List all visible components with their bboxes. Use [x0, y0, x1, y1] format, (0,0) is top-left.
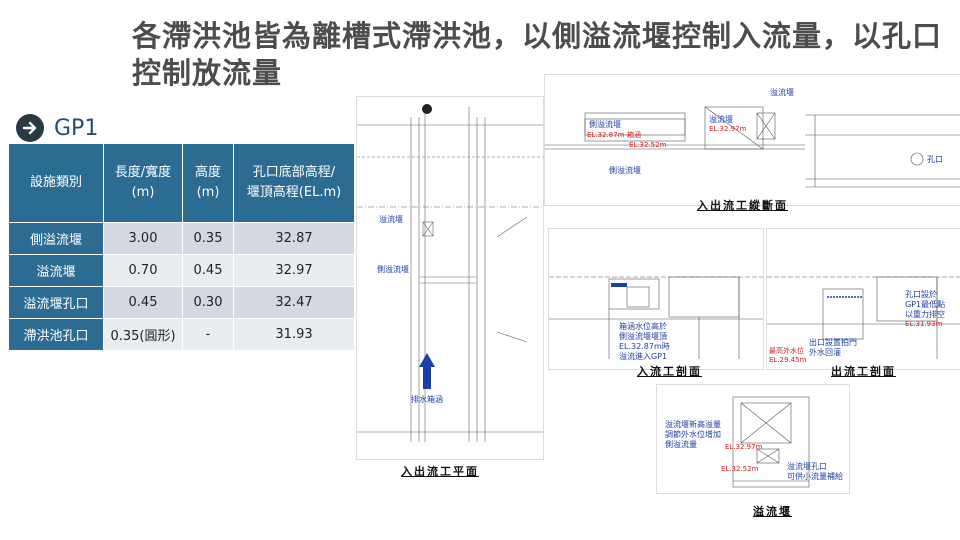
weir-note: 可供小流量補給 [787, 471, 843, 481]
value-cell: 0.35 [182, 222, 234, 255]
value-cell: 32.97 [233, 254, 355, 287]
inflow-note: 溢流進入GP1 [619, 351, 667, 361]
caption: 溢流堰 [753, 505, 792, 518]
facility-name-cell: 溢流堰 [8, 254, 104, 287]
longitudinal-note: 溢流堰 [709, 114, 733, 124]
section-label: GP1 [54, 115, 99, 141]
longitudinal-red-note: 箱涵 [627, 130, 641, 139]
longitudinal-red-note: EL.32.87m [587, 131, 625, 139]
inflow-note: 箱涵水位高於 [619, 321, 667, 331]
inflow-drawing: 箱涵水位高於 側溢流堰堰頂 EL.32.87m時 溢流進入GP1 入流工剖面 [548, 228, 764, 378]
header-cell: 長度/寬度 (m) [103, 143, 183, 223]
page-title: 各滯洪池皆為離槽式滯洪池，以側溢流堰控制入流量，以孔口控制放流量 [132, 19, 943, 90]
outflow-red-note: EL.31.93m [905, 320, 943, 328]
value-cell: 0.70 [103, 254, 183, 287]
weir-drawing-svg: 溢流堰新高溢量 調節外水位增加 側溢流量 EL.32.97m EL.32.52m… [665, 396, 843, 488]
facility-name-cell: 側溢流堰 [8, 222, 104, 255]
outflow-drawing-svg: 孔口設於 GP1最低點 以重力排空 EL.31.93m 出口設置拍門 外水回灌 … [767, 276, 960, 364]
spec-table: 設施類別 長度/寬度 (m) 高度 (m) 孔口底部高程/ 堰頂高程(EL.m)… [8, 143, 355, 351]
outflow-note: GP1最低點 [905, 299, 945, 309]
outflow-note: 以重力排空 [905, 309, 945, 319]
inflow-note: 側溢流堰堰頂 [619, 331, 667, 341]
value-cell: 31.93 [233, 318, 355, 351]
longitudinal-red-note: EL.32.52m [629, 141, 667, 149]
longitudinal-note: 溢流堰 [770, 87, 794, 97]
plan-note: 側溢流堰 [377, 264, 409, 274]
value-cell: 32.87 [233, 222, 355, 255]
value-cell: 0.30 [182, 286, 234, 319]
value-cell: - [182, 318, 234, 351]
weir-note: 溢流堰新高溢量 [665, 419, 721, 429]
weir-drawing: 溢流堰新高溢量 調節外水位增加 側溢流量 EL.32.97m EL.32.52m… [656, 384, 850, 518]
header-cell: 設施類別 [8, 143, 104, 223]
plan-note: 排水箱涵 [411, 394, 443, 404]
value-cell: 3.00 [103, 222, 183, 255]
weir-note: 側溢流量 [665, 439, 697, 449]
plan-note: 溢流堰 [379, 214, 403, 224]
arrow-right-circle-icon [16, 114, 44, 142]
facility-name-cell: 溢流堰孔口 [8, 286, 104, 319]
caption: 入出流工縱斷面 [697, 199, 788, 212]
weir-red-note: EL.32.52m [721, 465, 759, 473]
plan-drawing-svg: 溢流堰 側溢流堰 排水箱涵 [357, 104, 543, 442]
section-heading: GP1 [16, 114, 98, 142]
longitudinal-red-note: EL.32.97m [709, 125, 747, 133]
inflow-note: EL.32.87m時 [619, 342, 670, 351]
outflow-note: 孔口設於 [905, 289, 937, 299]
header-cell: 高度 (m) [182, 143, 234, 223]
caption: 入出流工平面 [401, 465, 479, 478]
value-cell: 0.35(圓形) [103, 318, 183, 351]
caption: 出流工剖面 [831, 365, 896, 378]
facility-name-cell: 滯洪池孔口 [8, 318, 104, 351]
value-cell: 0.45 [103, 286, 183, 319]
outflow-red-note: 最高外水位 [769, 346, 804, 355]
longitudinal-note: 側溢流堰 [609, 165, 641, 175]
header-cell: 孔口底部高程/ 堰頂高程(EL.m) [233, 143, 355, 223]
value-cell: 0.45 [182, 254, 234, 287]
caption: 入流工剖面 [637, 365, 702, 378]
outflow-red-note: EL.29.45m [769, 356, 807, 364]
inflow-drawing-svg: 箱涵水位高於 側溢流堰堰頂 EL.32.87m時 溢流進入GP1 [549, 276, 763, 361]
outflow-note: 外水回灌 [809, 347, 841, 357]
weir-note: 溢流堰孔口 [787, 461, 827, 471]
outflow-drawing: 孔口設於 GP1最低點 以重力排空 EL.31.93m 出口設置拍門 外水回灌 … [766, 228, 960, 378]
longitudinal-note: 側溢流堰 [589, 119, 621, 129]
longitudinal-drawing: 側溢流堰 溢流堰 溢流堰 側溢流堰 孔口 EL.32.87m 箱涵 EL.32.… [544, 74, 960, 212]
weir-note: 調節外水位增加 [665, 429, 721, 439]
value-cell: 32.47 [233, 286, 355, 319]
longitudinal-note: 孔口 [927, 155, 943, 164]
longitudinal-drawing-svg: 側溢流堰 溢流堰 溢流堰 側溢流堰 孔口 EL.32.87m 箱涵 EL.32.… [545, 87, 960, 188]
outflow-note: 出口設置拍門 [809, 337, 857, 347]
weir-red-note: EL.32.97m [725, 443, 763, 451]
plan-drawing: 溢流堰 側溢流堰 排水箱涵 入出流工平面 [356, 96, 544, 478]
